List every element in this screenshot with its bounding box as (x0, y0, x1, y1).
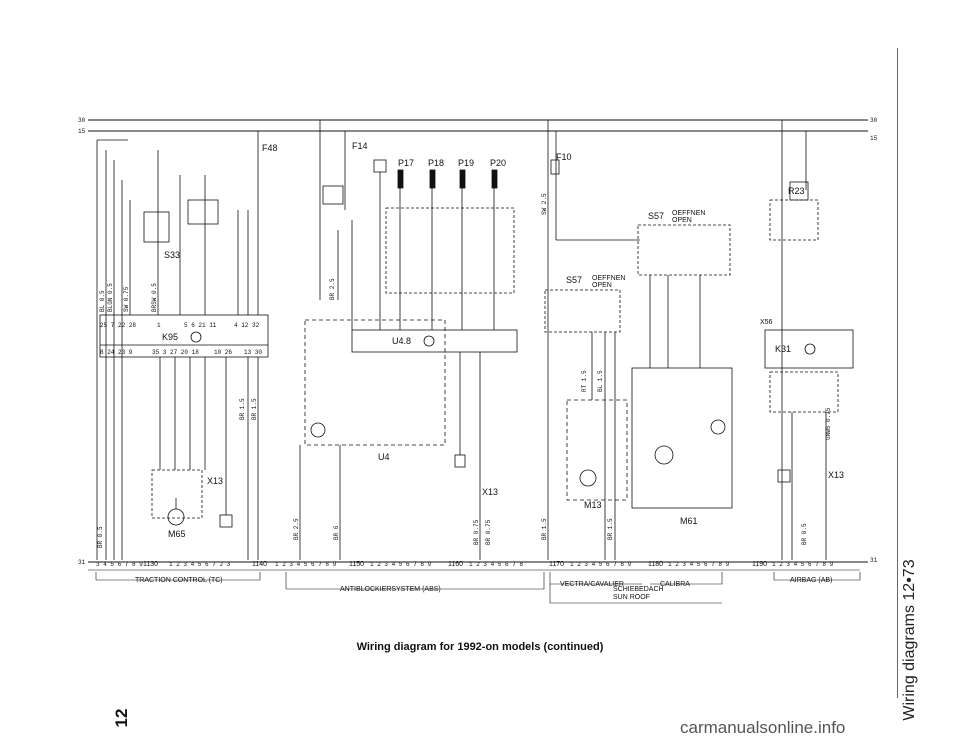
ground-section-1170: 1170 (549, 561, 564, 568)
wire-label-bl15: BL 1.5 (597, 370, 604, 392)
section-note-schiebedach: SCHIEBEDACH (613, 586, 664, 593)
svg-text:35 3 27 20 18: 35 3 27 20 18 (152, 349, 199, 356)
bus-label-30-left: 30 (78, 117, 86, 124)
svg-text:13 30: 13 30 (244, 349, 262, 356)
abs-section (299, 120, 518, 560)
chapter-number: 12 (112, 708, 131, 728)
svg-text:4 12 32: 4 12 32 (234, 322, 260, 329)
svg-text:BR 0.5: BR 0.5 (97, 526, 104, 548)
ground-section-1140: 1140 (252, 561, 267, 568)
component-k31: K31 (775, 344, 791, 354)
vertical-rule (897, 48, 898, 698)
section-note-airbag: AIRBAG (AB) (790, 577, 832, 584)
wire-label-br25: BR 2.5 (329, 278, 336, 300)
chapter-tab: 12 (110, 700, 134, 736)
section-note-tc: TRACTION CONTROL (TC) (135, 577, 223, 584)
component-s57-b: S57 (648, 211, 664, 221)
component-s33: S33 (164, 250, 180, 260)
ground-section-1190: 1190 (752, 561, 767, 568)
wire-label-sw25: SW 2.5 (541, 193, 548, 215)
bus-label-15-right: 15 (870, 135, 878, 142)
svg-text:BR 0.75: BR 0.75 (485, 519, 492, 545)
section-note-sunroof: SUN ROOF (613, 594, 650, 601)
wire-label-brsw: BRSW 0.5 (151, 283, 158, 312)
left-harness (96, 131, 269, 560)
right-section (544, 120, 854, 560)
fuse-f48: F48 (262, 143, 278, 153)
ground-section-1180: 1180 (648, 561, 663, 568)
wire-label-rt15: RT 1.5 (581, 370, 588, 392)
plug-p19: P19 (458, 158, 474, 168)
open-label-de-b: OEFFNEN (672, 210, 705, 217)
svg-text:25 7 22 28: 25 7 22 28 (100, 322, 136, 329)
wire-label-gnws: GNWS 0.75 (825, 407, 832, 440)
section-note-calibra: CALIBRA (660, 581, 690, 588)
ground-section-1160: 1160 (448, 561, 463, 568)
svg-text:1 2 3 4 5 6 7 8 9: 1 2 3 4 5 6 7 8 9 (275, 561, 337, 568)
component-u4: U4 (378, 452, 390, 462)
svg-text:BR 1.5: BR 1.5 (251, 398, 258, 420)
svg-text:1 2 3 4 5 6 7 8 9: 1 2 3 4 5 6 7 8 9 (668, 561, 730, 568)
fuse-f14: F14 (352, 141, 368, 151)
bus-label-31-right: 31 (870, 557, 878, 564)
wire-label-blgn: BLGN 0.5 (107, 283, 114, 312)
section-note-vectra: VECTRA/CAVALIER (560, 581, 624, 588)
component-x13-right: X13 (828, 470, 844, 480)
page-heading: Wiring diagrams 12•73 (880, 540, 940, 740)
wire-label-sw: SW 0.75 (123, 286, 130, 312)
ground-section-1130: 1130 (143, 561, 158, 568)
svg-text:1: 1 (157, 322, 161, 329)
bus-lines (88, 119, 868, 563)
component-k95: K95 (162, 332, 178, 342)
plug-p17: P17 (398, 158, 414, 168)
section-note-abs: ANTIBLOCKIERSYSTEM (ABS) (340, 586, 441, 593)
figure-caption: Wiring diagram for 1992-on models (conti… (356, 641, 604, 653)
svg-text:1 2 3 4 5 6 7 8 9: 1 2 3 4 5 6 7 8 9 (570, 561, 632, 568)
watermark: carmanualsonline.info (680, 718, 846, 737)
component-m61: M61 (680, 516, 698, 526)
component-m13: M13 (584, 500, 602, 510)
component-m65: M65 (168, 529, 186, 539)
component-x13-left: X13 (207, 476, 223, 486)
svg-text:3 4 5 6 7 8 9: 3 4 5 6 7 8 9 (96, 561, 143, 568)
wire-label-bl: BL 0.5 (99, 290, 106, 312)
svg-text:BR 0.5: BR 0.5 (801, 523, 808, 545)
open-label-en-b: OPEN (672, 217, 692, 224)
svg-text:BR 1.5: BR 1.5 (239, 398, 246, 420)
open-label-en-a: OPEN (592, 282, 612, 289)
plug-p18: P18 (428, 158, 444, 168)
plug-p20: P20 (490, 158, 506, 168)
component-u48: U4.8 (392, 336, 411, 346)
component-x13-mid: X13 (482, 487, 498, 497)
svg-text:1 2 3 4 5 6 7 8 9: 1 2 3 4 5 6 7 8 9 (772, 561, 834, 568)
svg-text:BR 2.5: BR 2.5 (293, 518, 300, 540)
svg-text:8 24 23 9: 8 24 23 9 (100, 349, 133, 356)
svg-text:1 2 3 4 5 6 7 J 3: 1 2 3 4 5 6 7 J 3 (169, 561, 231, 568)
svg-text:BR 0.75: BR 0.75 (473, 519, 480, 545)
bus-label-15-left: 15 (78, 128, 86, 135)
open-label-de-a: OEFFNEN (592, 275, 625, 282)
ground-section-1150: 1150 (349, 561, 364, 568)
svg-text:BR 1.5: BR 1.5 (541, 518, 548, 540)
component-x56: X56 (760, 319, 773, 326)
ground-scale: 3 4 5 6 7 8 9 1 2 3 4 5 6 7 J 3 1 2 3 4 … (96, 561, 834, 568)
bus-label-31-left: 31 (78, 559, 86, 566)
component-r23: R23 (788, 186, 805, 196)
component-s57-a: S57 (566, 275, 582, 285)
svg-text:1 2 3 4 5 6 7 8 9: 1 2 3 4 5 6 7 8 9 (370, 561, 432, 568)
side-title-text: Wiring diagrams 12•73 (901, 559, 918, 721)
svg-text:BR 6: BR 6 (333, 525, 340, 540)
wire-label-br15: BR 1.5 (607, 518, 614, 540)
svg-text:10 26: 10 26 (214, 349, 232, 356)
svg-text:5 6 21 11: 5 6 21 11 (184, 322, 217, 329)
fuse-f10: F10 (556, 152, 572, 162)
bus-label-30-right: 30 (870, 117, 878, 124)
svg-text:1 2 3 4 5 6 7 8: 1 2 3 4 5 6 7 8 (469, 561, 523, 568)
